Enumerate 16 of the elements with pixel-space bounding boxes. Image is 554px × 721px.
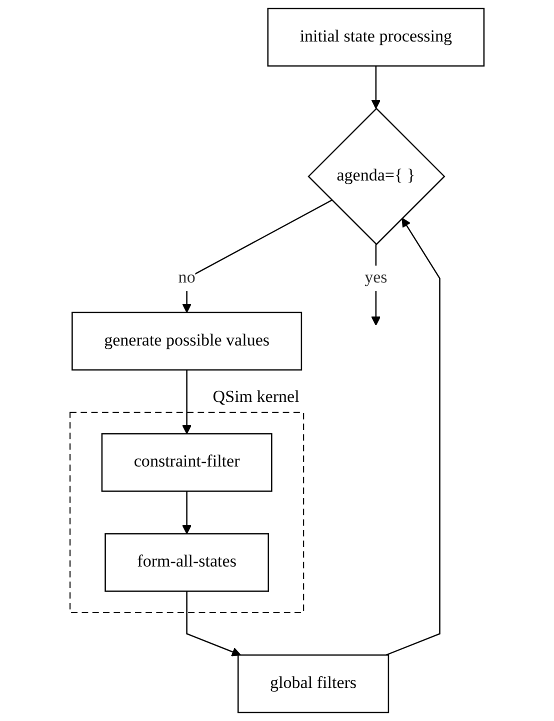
node-box: form-all-states — [104, 533, 269, 592]
arrow — [386, 218, 440, 656]
arrow — [182, 200, 332, 313]
node-diamond: agenda={ } — [308, 108, 446, 246]
node-box: global filters — [237, 654, 390, 714]
edge-label: no — [178, 268, 196, 287]
arrow — [182, 491, 192, 534]
arrow — [186, 591, 242, 656]
node-box: constraint-filter — [101, 433, 272, 492]
edge-label: yes — [364, 268, 388, 287]
node-box: initial state processing — [267, 8, 485, 67]
node-label: QSim kernel — [212, 388, 300, 406]
cluster — [70, 412, 304, 614]
arrow — [371, 66, 381, 109]
arrow — [182, 370, 192, 434]
node-box: generate possible values — [72, 312, 302, 371]
